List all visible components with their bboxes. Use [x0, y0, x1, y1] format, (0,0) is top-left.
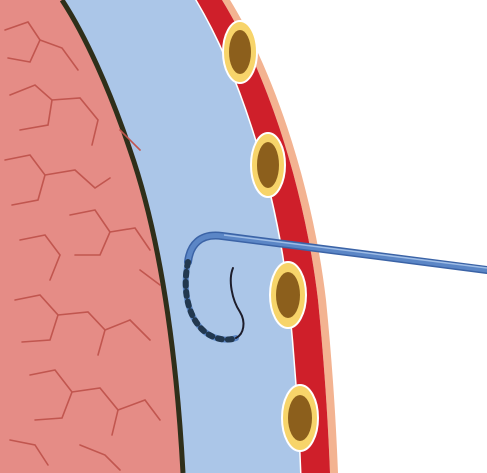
wall-cell: [270, 262, 306, 328]
wall-cell: [223, 21, 257, 83]
wall-cell: [251, 133, 285, 197]
wall-cell: [282, 385, 318, 451]
